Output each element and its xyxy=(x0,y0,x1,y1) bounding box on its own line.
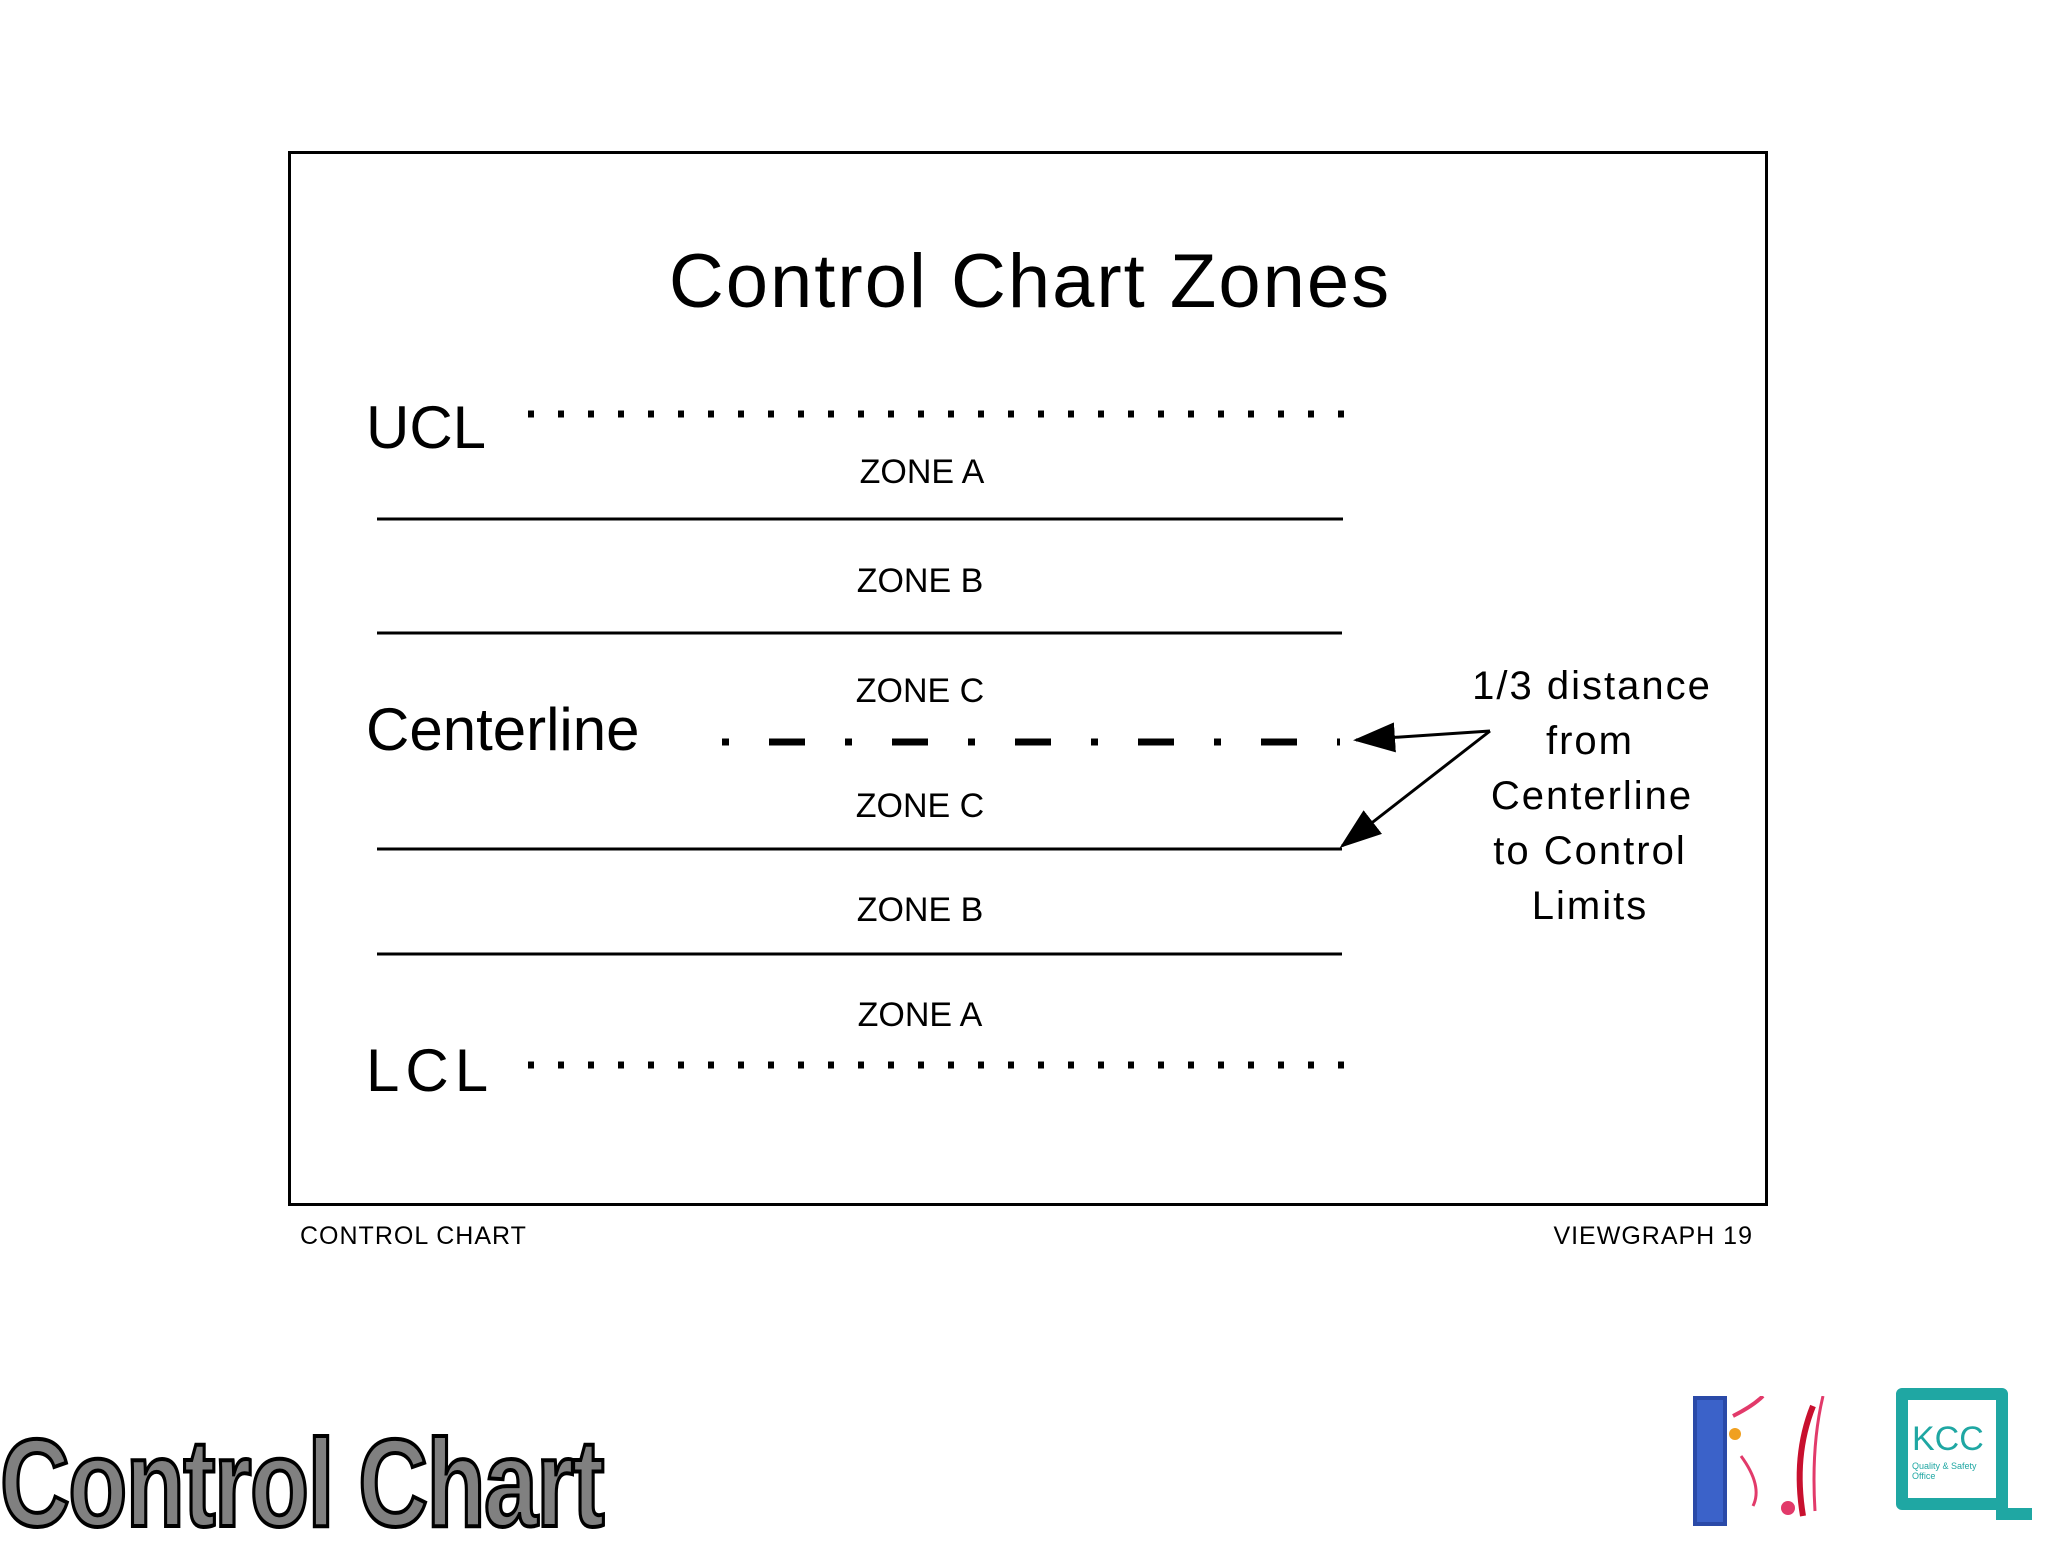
zone-b-top-label: ZONE B xyxy=(857,562,984,600)
annotation-line-4: to Control xyxy=(1493,829,1686,873)
annotation-line-5: Limits xyxy=(1532,884,1648,928)
arrow-to-centerline xyxy=(1353,722,1491,753)
slide-title: Control Chart xyxy=(0,1415,606,1553)
zone-a-bottom-label: ZONE A xyxy=(858,996,983,1034)
kowloon-central-cluster-logo-icon xyxy=(1693,1396,1825,1526)
footer-left-label: CONTROL CHART xyxy=(300,1222,527,1250)
diagram-frame xyxy=(288,151,1768,1206)
ucl-label: UCL xyxy=(366,394,486,461)
annotation-line-1: 1/3 distance xyxy=(1472,664,1712,708)
zone-c-bottom-label: ZONE C xyxy=(856,787,984,825)
zone-c-top-label: ZONE C xyxy=(856,672,984,710)
lcl-label: LCL xyxy=(366,1037,494,1104)
zone-a-top-label: ZONE A xyxy=(860,453,985,491)
zone-b-bottom-label: ZONE B xyxy=(857,891,984,929)
kcc-logo-subtext: Quality & Safety Office xyxy=(1912,1461,1977,1481)
footer-right-label: VIEWGRAPH 19 xyxy=(1553,1222,1753,1250)
diagram-title: Control Chart Zones xyxy=(669,239,1391,324)
kcc-logo-icon: KCC Quality & Safety Office xyxy=(1890,1382,2040,1522)
annotation-text: 1/3 distance from Centerline to Control … xyxy=(1472,664,1712,928)
centerline-label: Centerline xyxy=(366,696,640,763)
annotation-line-3: Centerline xyxy=(1491,774,1693,818)
annotation-line-2: from xyxy=(1546,719,1634,763)
arrow-to-zone-boundary xyxy=(1339,729,1491,848)
kcc-logo-text: KCC xyxy=(1912,1420,1984,1458)
